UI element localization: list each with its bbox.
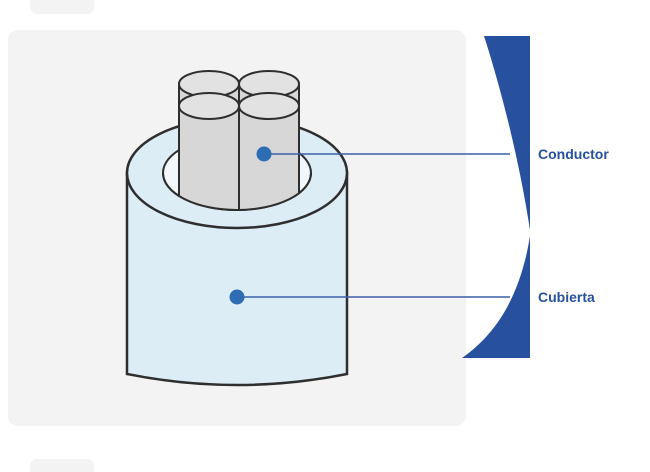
adjacent-panel-top [30, 0, 94, 14]
rod-front-left-top [178, 92, 240, 120]
outer-jacket-body [125, 171, 349, 387]
adjacent-panel-bottom [30, 459, 94, 472]
rod-front-left-body [178, 105, 240, 210]
brace-lower-shape [462, 236, 530, 358]
brace-upper-shape [484, 36, 530, 230]
rod-bundle [178, 70, 300, 210]
callout-label-conductor: Conductor [538, 146, 609, 162]
callout-dot-jacket [229, 289, 245, 305]
rod-front-right-top [238, 92, 300, 120]
callout-dot-conductor [256, 146, 272, 162]
jacket-opening-front-edge [162, 172, 312, 211]
callout-label-jacket: Cubierta [538, 289, 595, 305]
